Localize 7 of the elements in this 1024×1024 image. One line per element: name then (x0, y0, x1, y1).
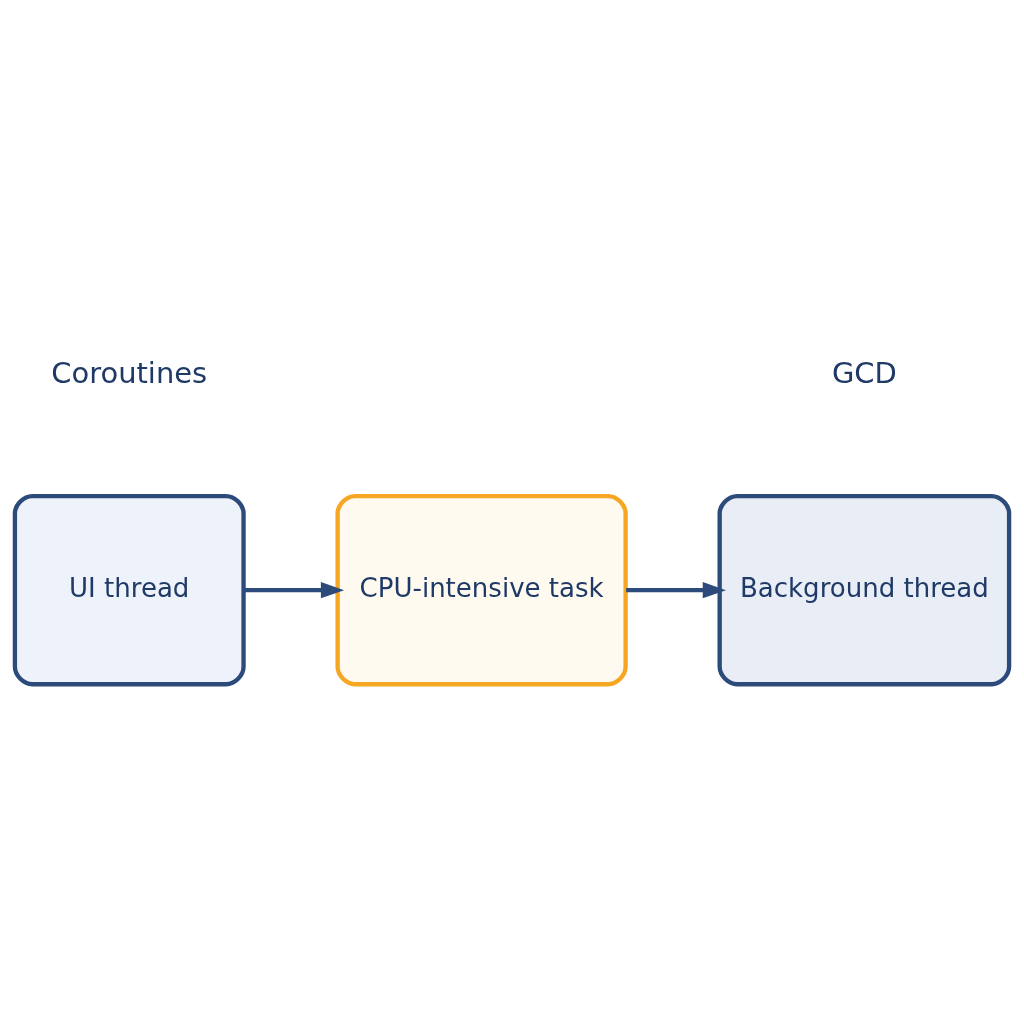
node-box: Background thread (717, 493, 1012, 687)
node-box: CPU-intensive task (335, 493, 628, 687)
label: GCD (831, 356, 897, 391)
arrow (626, 582, 726, 599)
label: Coroutines (51, 356, 208, 391)
node-box: UI thread (12, 493, 246, 687)
arrow (243, 582, 345, 599)
